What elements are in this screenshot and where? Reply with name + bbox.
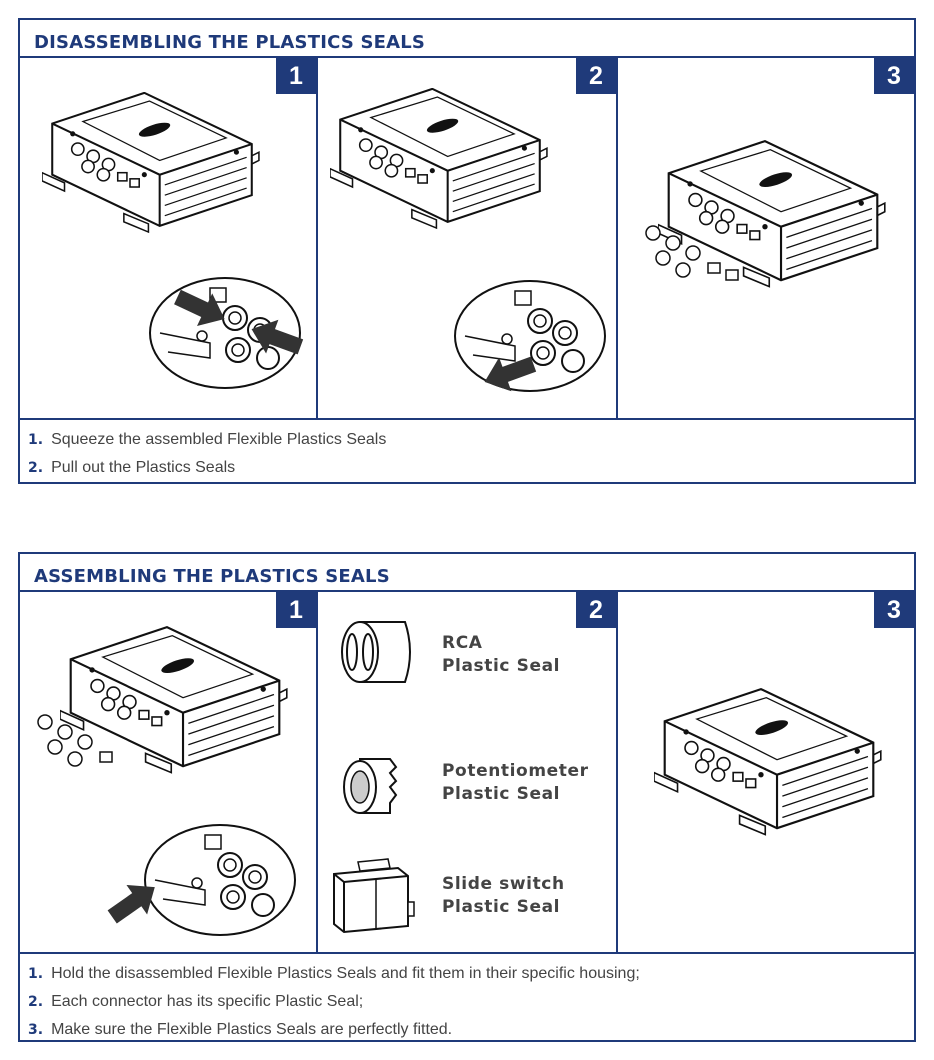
asm-step-3-cell: 3 [618,592,914,952]
disassembling-panel: DISASSEMBLING THE PLASTICS SEALS 1 2 3 [18,18,916,484]
disassembling-instructions: 1.Squeeze the assembled Flexible Plastic… [20,420,914,482]
dis-step-3-loose-seals-illustration [638,218,748,288]
asm-step-1-seals-illustration [30,707,140,777]
instruction-item: 2.Pull out the Plastics Seals [28,454,914,482]
assembling-title: ASSEMBLING THE PLASTICS SEALS [20,554,914,592]
assembling-steps-grid: 1 2 RCA Plastic Seal [20,592,914,954]
disassembling-steps-grid: 1 2 3 [20,58,914,420]
potentiometer-seal-icon [330,747,410,827]
dis-step-2-cell: 2 [318,58,618,418]
slide-switch-seal-icon [328,854,418,939]
asm-step-3-number: 3 [874,592,914,628]
rca-seal-label: RCA Plastic Seal [442,632,560,678]
slide-switch-seal-label: Slide switch Plastic Seal [442,873,565,919]
asm-step-2-number: 2 [576,592,616,628]
asm-step-1-cell: 1 [20,592,318,952]
disassembling-title: DISASSEMBLING THE PLASTICS SEALS [20,20,914,58]
instruction-item: 2.Each connector has its specific Plasti… [28,988,914,1016]
rca-seal-icon [330,612,420,692]
dis-step-2-pull-arrow-icon [478,348,548,398]
assembling-panel: ASSEMBLING THE PLASTICS SEALS 1 2 [18,552,916,1042]
asm-step-1-push-arrow-icon [100,877,175,927]
instruction-item: 3.Make sure the Flexible Plastics Seals … [28,1016,914,1044]
dis-step-1-cell: 1 [20,58,318,418]
dis-step-1-number: 1 [276,58,316,94]
dis-step-1-amplifier-illustration [42,92,262,237]
asm-step-3-amplifier-illustration [654,684,884,844]
dis-step-1-squeeze-arrow-icon [170,283,240,333]
potentiometer-seal-label: Potentiometer Plastic Seal [442,760,589,806]
dis-step-3-cell: 3 [618,58,914,418]
instruction-item: 1.Hold the disassembled Flexible Plastic… [28,960,914,988]
dis-step-3-number: 3 [874,58,914,94]
assembling-instructions: 1.Hold the disassembled Flexible Plastic… [20,954,914,1044]
dis-step-1-squeeze-arrow-icon-2 [245,313,315,363]
dis-step-2-number: 2 [576,58,616,94]
dis-step-2-amplifier-illustration [330,88,550,233]
asm-step-2-cell: 2 RCA Plastic Seal Potentiometer Plastic… [318,592,618,952]
instruction-item: 1.Squeeze the assembled Flexible Plastic… [28,426,914,454]
